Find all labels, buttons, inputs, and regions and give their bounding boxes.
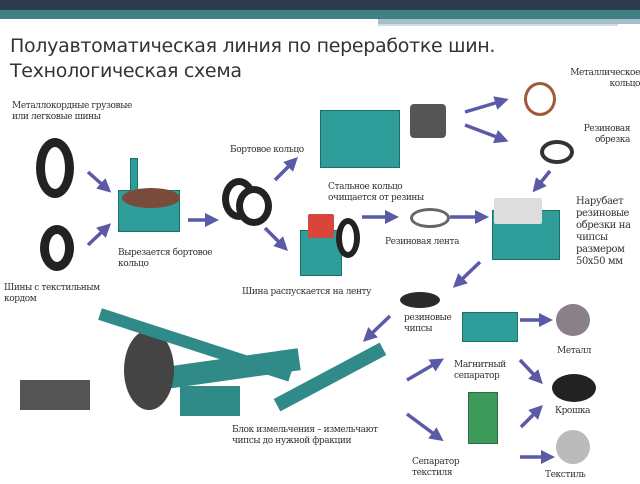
grinding-drum	[124, 330, 174, 410]
arrow	[532, 169, 552, 193]
label-metal: Металл	[557, 346, 591, 356]
metal-output-image	[556, 304, 590, 336]
label-bead-ring: Бортовое кольцо	[230, 145, 304, 155]
arrow	[406, 358, 445, 382]
crumb-output-image	[552, 374, 596, 402]
label-steel-ring-cleaned: Стальное кольцо очищается от резины	[328, 182, 424, 203]
label-rubber-scrap: Резиновая обрезка	[583, 124, 631, 145]
arrow	[263, 226, 288, 251]
label-chopper: Нарубает резиновые обрезки на чипсы разм…	[576, 196, 631, 267]
rubber-strip-image	[410, 208, 450, 228]
title-line-2: Технологическая схема	[10, 60, 242, 82]
label-crumb: Крошка	[555, 406, 591, 416]
arrow	[273, 157, 298, 182]
textile-tire-image	[40, 225, 74, 271]
label-textile-tires: Шины с текстильным кордом	[4, 283, 100, 304]
truck-tire-image	[36, 138, 74, 198]
arrow	[519, 405, 543, 429]
label-textile: Текстиль	[545, 470, 586, 480]
bead-ring-image-2	[236, 186, 272, 226]
label-grinding-block: Блок измельчения – измельчают чипсы до н…	[232, 425, 378, 446]
label-metal-ring: Металлическое кольцо	[570, 68, 640, 89]
label-bead-cut: Вырезается бортовое кольцо	[118, 248, 213, 269]
grinding-block-machine	[20, 320, 301, 420]
arrow	[452, 260, 482, 288]
grinding-motor	[20, 380, 90, 410]
arrow	[464, 123, 509, 144]
header-bar-accent-light	[378, 24, 618, 26]
header-bar-teal	[0, 10, 640, 19]
strip-tire-image	[336, 218, 360, 258]
arrow	[518, 358, 543, 385]
header-bar-accent	[378, 19, 640, 24]
arrow	[86, 223, 112, 247]
ring-cleaning-detail-image	[410, 104, 446, 138]
ring-cleaning-machine	[320, 110, 400, 168]
textile-output-image	[556, 430, 590, 464]
arrow	[464, 96, 509, 114]
label-rubber-chips: резиновые чипсы	[404, 313, 452, 334]
slide-title: Полуавтоматическая линия по переработке …	[10, 34, 495, 84]
label-magnetic-separator: Магнитный сепаратор	[454, 360, 506, 381]
magnetic-separator-machine	[462, 312, 518, 342]
chopper-hopper	[494, 198, 542, 224]
rubber-scrap-image	[540, 140, 574, 164]
textile-separator-machine	[468, 392, 498, 444]
label-metal-cord-tires: Металлокордные грузовые или легковые шин…	[12, 101, 132, 122]
label-rubber-strip: Резиновая лента	[385, 237, 460, 247]
strip-cutter-red-panel	[308, 214, 334, 238]
arrow	[405, 412, 444, 442]
arrow	[86, 170, 112, 193]
tire-on-cutter	[122, 188, 180, 208]
header-bar-dark	[0, 0, 640, 10]
label-tire-to-strip: Шина распускается на ленту	[242, 287, 372, 297]
metal-ring-image	[524, 82, 556, 116]
arrow	[362, 314, 392, 342]
label-textile-separator: Сепаратор текстиля	[412, 457, 460, 478]
title-line-1: Полуавтоматическая линия по переработке …	[10, 35, 496, 57]
grinding-base	[180, 386, 240, 416]
rubber-chips-image	[400, 292, 440, 308]
